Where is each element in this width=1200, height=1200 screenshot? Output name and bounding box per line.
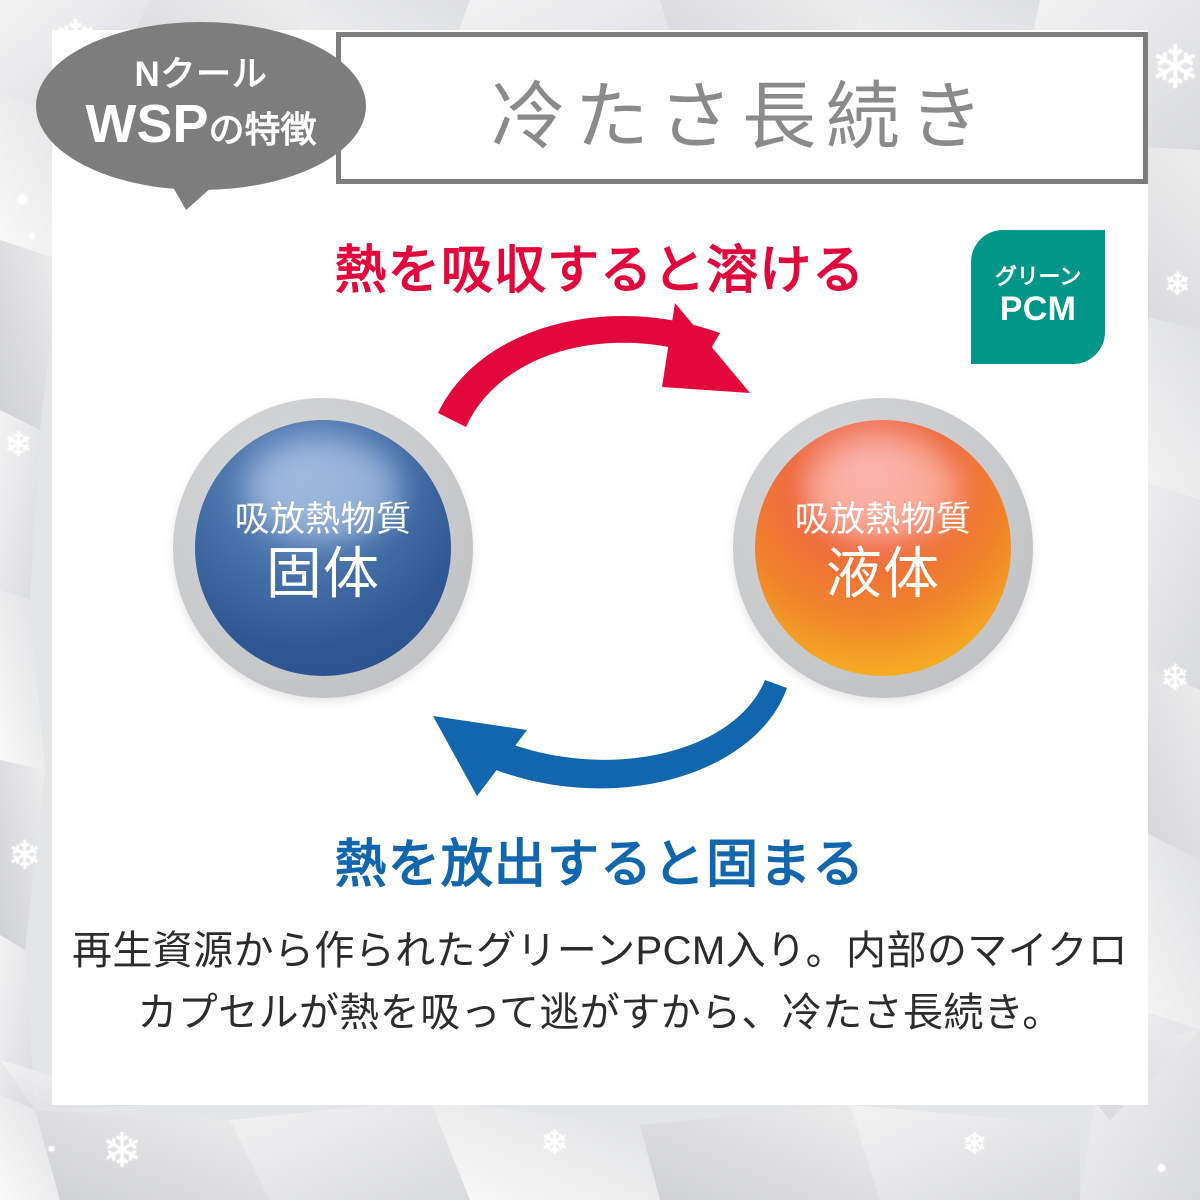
snowflake-icon: ❄ bbox=[1160, 657, 1191, 698]
description-line2: カプセルが熱を吸って逃がすから、冷たさ長続き。 bbox=[137, 991, 1063, 1035]
snowflake-icon: ❄ bbox=[102, 1125, 143, 1178]
snowflake-dot-icon: ● bbox=[1156, 1157, 1167, 1177]
snowflake-icon: ❄ bbox=[540, 1124, 569, 1162]
sphere-core bbox=[195, 420, 451, 676]
description-paragraph: 再生資源から作られたグリーンPCM入り。内部のマイクロ カプセルが熱を吸って逃が… bbox=[52, 920, 1148, 1044]
sphere-solid-top-text: 吸放熱物質 bbox=[234, 500, 412, 540]
snowflake-dot-icon: ● bbox=[28, 227, 37, 243]
badge-line2: PCM bbox=[999, 289, 1077, 328]
description-line1: 再生資源から作られたグリーンPCM入り。内部のマイクロ bbox=[71, 929, 1129, 973]
bubble-line2: WSPの特徴 bbox=[85, 94, 316, 154]
sphere-liquid: 吸放熱物質 液体 bbox=[733, 398, 1033, 698]
absorb-heading: 熱を吸収すると溶ける bbox=[334, 242, 866, 300]
curved-arrow-left-icon bbox=[433, 680, 787, 796]
bubble-text: Nクール WSPの特徴 bbox=[36, 22, 366, 190]
bubble-shape-icon bbox=[36, 22, 366, 210]
badge-line1: グリーン bbox=[994, 263, 1082, 289]
snowflake-dot-icon: ● bbox=[48, 1141, 56, 1155]
feature-bubble: Nクール WSPの特徴 bbox=[36, 22, 386, 212]
sphere-highlight bbox=[246, 437, 400, 541]
sphere-solid: 吸放熱物質 固体 bbox=[173, 398, 473, 698]
sphere-liquid-state-text: 液体 bbox=[825, 542, 941, 606]
page-title: 冷たさ長続き bbox=[491, 74, 993, 158]
sphere-solid-state-text: 固体 bbox=[265, 542, 381, 606]
snowflake-icon: ❄ bbox=[4, 426, 33, 464]
sphere-solid-label: 吸放熱物質 固体 bbox=[173, 398, 473, 698]
release-heading: 熱を放出すると固まる bbox=[334, 836, 866, 894]
curved-arrow-right-icon bbox=[438, 303, 750, 427]
snowflake-dot-icon: ● bbox=[16, 186, 30, 211]
sphere-highlight bbox=[806, 437, 960, 541]
sphere-liquid-top-text: 吸放熱物質 bbox=[794, 500, 972, 540]
snowflake-icon: ❄ bbox=[1150, 34, 1200, 101]
snowflake-icon: ❄ bbox=[1164, 266, 1191, 302]
bubble-line1: Nクール bbox=[134, 55, 268, 95]
bubble-line2-suffix: の特徴 bbox=[208, 109, 317, 151]
bubble-line2-main: WSP bbox=[85, 94, 209, 155]
snowflake-icon: ❄ bbox=[8, 834, 42, 878]
sphere-liquid-label: 吸放熱物質 液体 bbox=[733, 398, 1033, 698]
snowflake-icon: ❄ bbox=[962, 1128, 988, 1161]
sphere-core bbox=[755, 420, 1011, 676]
green-pcm-badge: グリーン PCM bbox=[971, 230, 1105, 364]
